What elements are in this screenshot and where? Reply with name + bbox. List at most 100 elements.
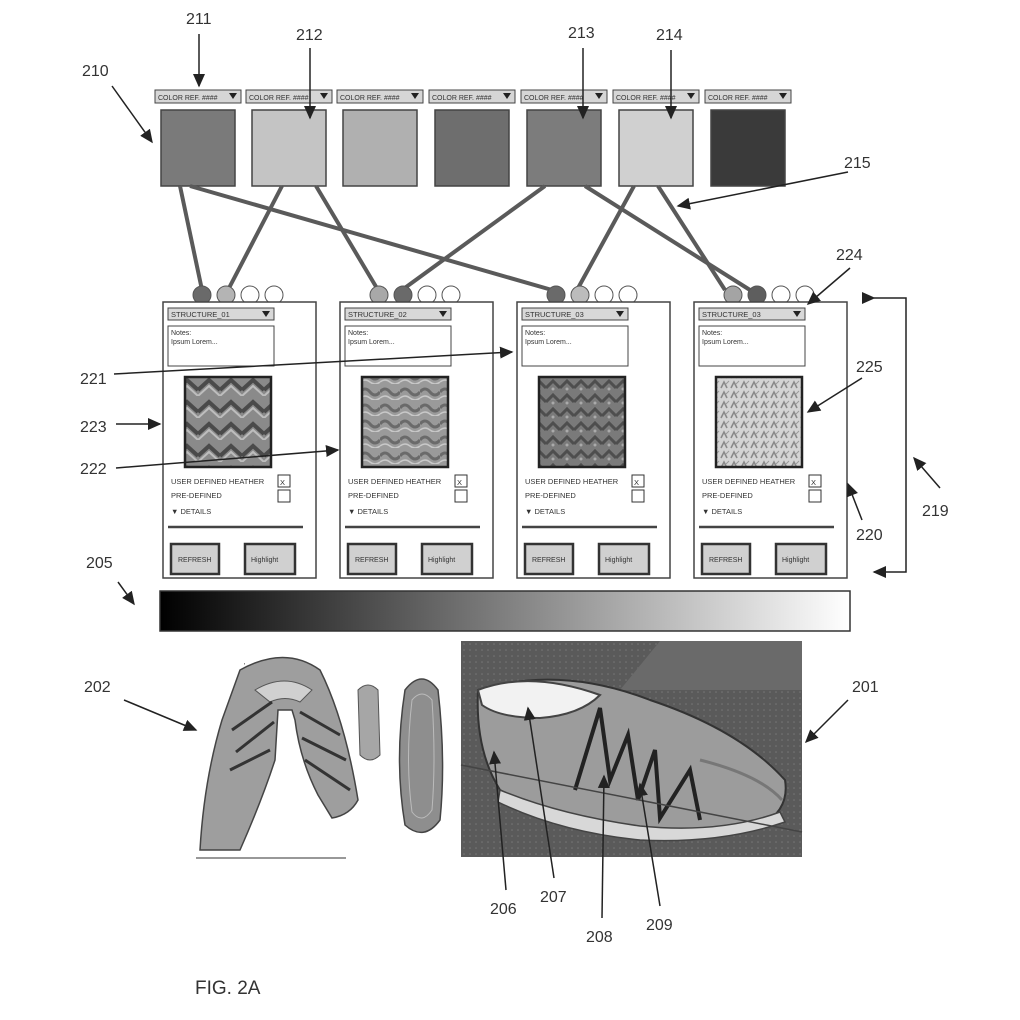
pre-defined-checkbox[interactable] bbox=[808, 489, 822, 503]
chevron-down-icon[interactable] bbox=[411, 93, 419, 99]
chevron-down-icon[interactable] bbox=[595, 93, 603, 99]
chevron-down-icon[interactable] bbox=[687, 93, 695, 99]
structure-pattern-preview[interactable] bbox=[183, 375, 273, 469]
color-swatch[interactable]: COLOR REF. #### bbox=[612, 89, 700, 187]
details-toggle[interactable]: ▼ DETAILS bbox=[171, 507, 211, 516]
color-swatch-fill[interactable] bbox=[342, 109, 418, 187]
color-swatch[interactable]: COLOR REF. #### bbox=[154, 89, 242, 187]
color-swatch[interactable]: COLOR REF. #### bbox=[428, 89, 516, 187]
structure-dropdown[interactable] bbox=[698, 307, 806, 321]
ref-arrow-219 bbox=[913, 456, 941, 489]
color-ref-dropdown[interactable] bbox=[154, 89, 242, 104]
highlight-button[interactable] bbox=[420, 542, 474, 576]
refresh-button[interactable] bbox=[169, 542, 221, 576]
ref-arrow-224 bbox=[806, 267, 851, 305]
color-swatch[interactable]: COLOR REF. #### bbox=[704, 89, 792, 187]
ground-line bbox=[460, 764, 803, 833]
chevron-down-icon[interactable] bbox=[616, 311, 624, 317]
color-swatch-fill[interactable] bbox=[618, 109, 694, 187]
color-ref-dropdown[interactable] bbox=[520, 89, 608, 104]
ref-arrow-208 bbox=[597, 774, 610, 919]
chevron-down-icon[interactable] bbox=[262, 311, 270, 317]
highlight-button[interactable] bbox=[774, 542, 828, 576]
notes-body: Ipsum Lorem... bbox=[348, 339, 395, 346]
pre-defined-checkbox[interactable] bbox=[631, 489, 645, 503]
ref-arrow-209 bbox=[636, 782, 661, 907]
details-toggle[interactable]: ▼ DETAILS bbox=[525, 507, 565, 516]
upper-pattern-stripes bbox=[229, 700, 351, 792]
ref-arrow-206 bbox=[489, 750, 507, 891]
structure-dropdown[interactable] bbox=[167, 307, 275, 321]
user-defined-heather-checkbox[interactable] bbox=[808, 474, 822, 488]
refresh-button-label: REFRESH bbox=[709, 557, 742, 564]
user-defined-heather-checkbox[interactable] bbox=[454, 474, 468, 488]
pre-defined-checkbox[interactable] bbox=[454, 489, 468, 503]
pattern-mark: ' bbox=[244, 663, 245, 670]
user-defined-heather-checkbox[interactable] bbox=[277, 474, 291, 488]
color-swatch[interactable]: COLOR REF. #### bbox=[336, 89, 424, 187]
color-ref-dropdown[interactable] bbox=[612, 89, 700, 104]
highlight-button-label: Highlight bbox=[605, 557, 632, 564]
structure-dropdown[interactable] bbox=[344, 307, 452, 321]
ref-201: 201 bbox=[852, 679, 879, 696]
color-swatch[interactable]: COLOR REF. #### bbox=[245, 89, 333, 187]
refresh-button[interactable] bbox=[523, 542, 575, 576]
structure-pattern-preview[interactable] bbox=[537, 375, 627, 469]
ref-214: 214 bbox=[656, 27, 683, 44]
chevron-down-icon[interactable] bbox=[793, 311, 801, 317]
ref-212: 212 bbox=[296, 27, 323, 44]
ref-220: 220 bbox=[856, 527, 883, 544]
color-swatch[interactable]: COLOR REF. #### bbox=[520, 89, 608, 187]
ref-arrow-215 bbox=[676, 171, 849, 210]
gradient-bar[interactable] bbox=[159, 590, 851, 632]
connector-line bbox=[575, 185, 636, 291]
connector-line bbox=[400, 184, 547, 292]
color-ref-dropdown[interactable] bbox=[704, 89, 792, 104]
color-connector-lines bbox=[178, 184, 752, 292]
highlight-button-label: Highlight bbox=[251, 557, 278, 564]
ref-221: 221 bbox=[80, 371, 107, 388]
structure-pattern-preview[interactable] bbox=[714, 375, 804, 469]
chevron-down-icon[interactable] bbox=[503, 93, 511, 99]
highlight-button-label: Highlight bbox=[782, 557, 809, 564]
pre-defined-label: PRE-DEFINED bbox=[348, 491, 399, 500]
color-swatch-row: COLOR REF. ####COLOR REF. ####COLOR REF.… bbox=[154, 89, 792, 187]
structure-dropdown[interactable] bbox=[521, 307, 629, 321]
notes-field[interactable] bbox=[698, 325, 806, 367]
details-toggle[interactable]: ▼ DETAILS bbox=[348, 507, 388, 516]
connector-line bbox=[226, 185, 284, 291]
color-ref-dropdown[interactable] bbox=[336, 89, 424, 104]
checkbox-mark: X bbox=[634, 478, 639, 487]
refresh-button[interactable] bbox=[700, 542, 752, 576]
color-ref-label: COLOR REF. #### bbox=[249, 95, 309, 102]
highlight-button[interactable] bbox=[597, 542, 651, 576]
chevron-down-icon[interactable] bbox=[320, 93, 328, 99]
chevron-down-icon[interactable] bbox=[779, 93, 787, 99]
user-defined-heather-checkbox[interactable] bbox=[631, 474, 645, 488]
color-ref-label: COLOR REF. #### bbox=[158, 95, 218, 102]
notes-field[interactable] bbox=[344, 325, 452, 367]
color-swatch-fill[interactable] bbox=[160, 109, 236, 187]
notes-field[interactable] bbox=[167, 325, 275, 367]
color-ref-dropdown[interactable] bbox=[428, 89, 516, 104]
color-swatch-fill[interactable] bbox=[251, 109, 327, 187]
upper-pattern-piece bbox=[199, 656, 359, 851]
highlight-button[interactable] bbox=[243, 542, 297, 576]
color-swatch-fill[interactable] bbox=[710, 109, 786, 187]
ref-arrow-205 bbox=[117, 581, 135, 606]
chevron-down-icon[interactable] bbox=[439, 311, 447, 317]
notes-body: Ipsum Lorem... bbox=[702, 339, 749, 346]
connector-line bbox=[189, 184, 553, 292]
figure-label: FIG. 2A bbox=[195, 978, 261, 999]
pre-defined-checkbox[interactable] bbox=[277, 489, 291, 503]
details-toggle[interactable]: ▼ DETAILS bbox=[702, 507, 742, 516]
refresh-button[interactable] bbox=[346, 542, 398, 576]
structure-pattern-preview[interactable] bbox=[360, 375, 450, 469]
color-swatch-fill[interactable] bbox=[526, 109, 602, 187]
shoe-3d-render[interactable] bbox=[460, 641, 803, 857]
color-swatch-fill[interactable] bbox=[434, 109, 510, 187]
sole-inner-outline bbox=[408, 693, 435, 819]
chevron-down-icon[interactable] bbox=[229, 93, 237, 99]
notes-field[interactable] bbox=[521, 325, 629, 367]
